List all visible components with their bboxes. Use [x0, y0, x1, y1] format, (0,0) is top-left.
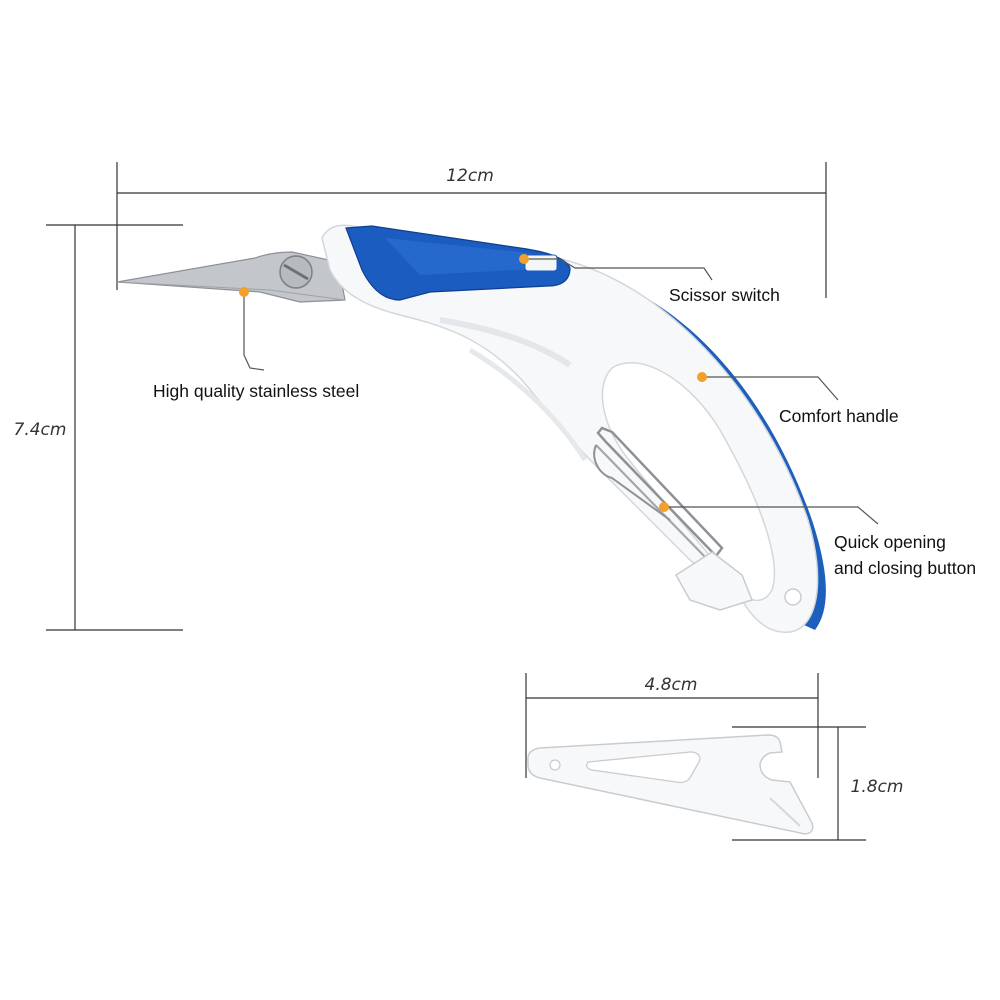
scissors-illustration [116, 224, 826, 633]
dim-height-label: 7.4cm [14, 420, 67, 440]
comfort-handle-leader [702, 376, 839, 401]
callout-scissor-switch: Scissor switch [519, 254, 780, 305]
callout-quick-button: Quick opening and closing button [659, 502, 976, 578]
stainless-steel-label: High quality stainless steel [153, 381, 359, 401]
dimension-length: 12cm [116, 162, 827, 298]
stainless-steel-leader [243, 292, 265, 371]
handle-opening [601, 362, 776, 602]
quick-button-label-line1: Quick opening [834, 532, 946, 552]
quick-button-leader [664, 506, 879, 525]
scissor-switch-leader [524, 258, 713, 281]
dim-length-label: 12cm [446, 166, 494, 186]
clip-slot [586, 751, 701, 784]
quick-button-tab [674, 551, 753, 611]
comfort-handle-marker [697, 372, 707, 382]
wire-gate [593, 426, 724, 561]
quick-button-label-line2: and closing button [834, 558, 976, 578]
dimension-clip-height: 1.8cm [732, 726, 904, 841]
clip-hole [549, 759, 561, 771]
scissor-switch-marker [519, 254, 529, 264]
quick-button-marker [659, 502, 669, 512]
scissor-switch-label: Scissor switch [669, 285, 780, 305]
handle-hole [784, 588, 802, 606]
callout-stainless-steel: High quality stainless steel [153, 287, 359, 401]
comfort-handle-label: Comfort handle [779, 406, 899, 426]
clip-body [527, 734, 814, 835]
stainless-steel-marker [239, 287, 249, 297]
clip-accessory [527, 734, 814, 835]
dimension-height: 7.4cm [14, 224, 183, 631]
blade-screw [279, 255, 313, 289]
callout-comfort-handle: Comfort handle [697, 372, 899, 426]
dimension-clip-length: 4.8cm [525, 673, 819, 778]
dim-clip-length-label: 4.8cm [645, 675, 698, 695]
dim-clip-height-label: 1.8cm [851, 777, 904, 797]
